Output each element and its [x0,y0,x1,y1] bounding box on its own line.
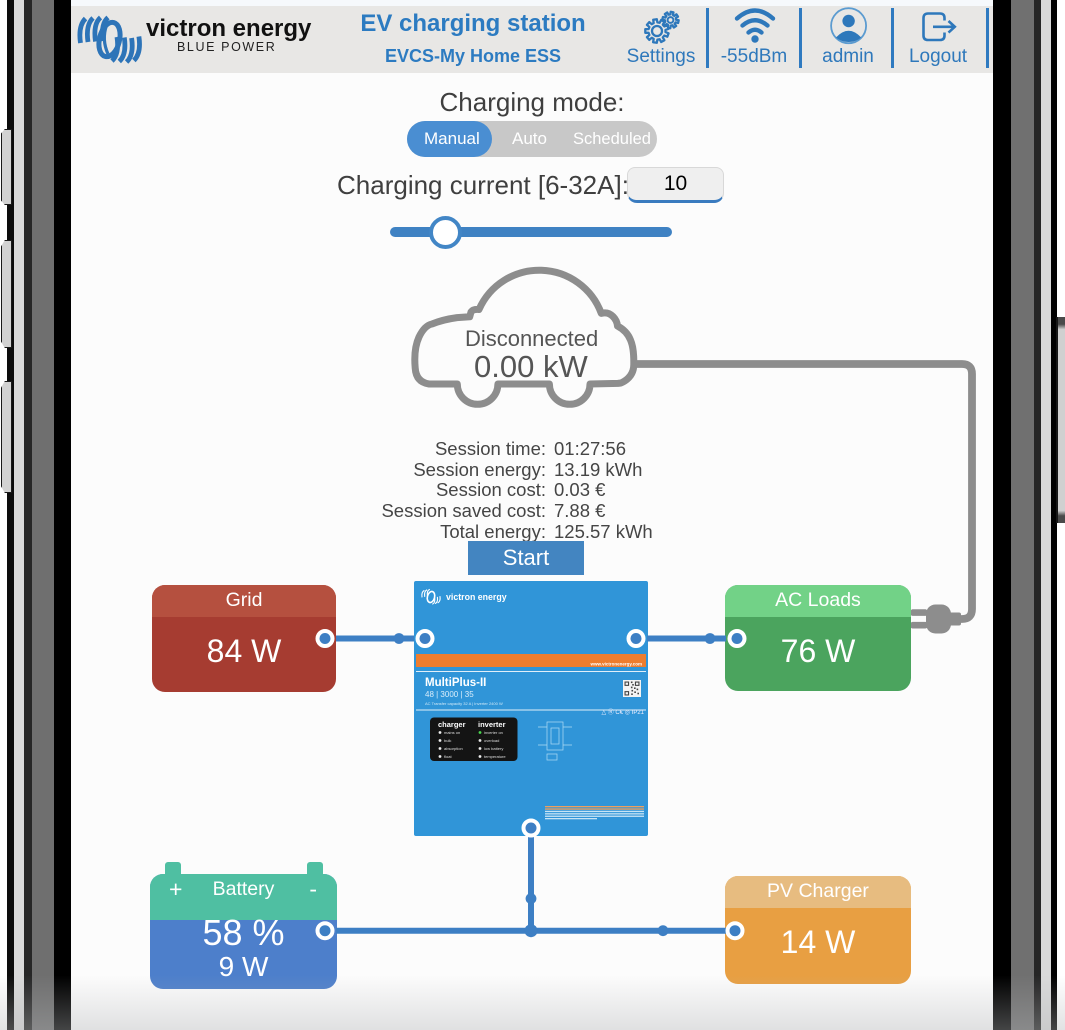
svg-text:float: float [444,754,452,759]
svg-text:charger: charger [438,720,466,729]
svg-text:△ Ⓡ C€ ◎ IP21: △ Ⓡ C€ ◎ IP21 [601,708,644,716]
svg-text:temperature: temperature [484,754,506,759]
svg-text:low battery: low battery [484,746,503,751]
svg-text:AC Transfer capacity 32 A | In: AC Transfer capacity 32 A | Inverter 240… [425,701,503,706]
svg-text:www.victronenergy.com: www.victronenergy.com [589,662,642,667]
svg-text:0.00 kW: 0.00 kW [474,349,588,384]
svg-text:bulk: bulk [444,738,451,743]
svg-text:absorption: absorption [444,746,463,751]
svg-text:mains on: mains on [444,730,460,735]
svg-text:overload: overload [484,738,499,743]
svg-text:inverter: inverter [478,720,506,729]
svg-text:MultiPlus-II: MultiPlus-II [425,677,486,689]
svg-text:48 | 3000 | 35: 48 | 3000 | 35 [425,690,474,699]
svg-text:Disconnected: Disconnected [465,326,598,351]
svg-text:inverter on: inverter on [484,730,503,735]
svg-text:victron energy: victron energy [446,592,507,602]
